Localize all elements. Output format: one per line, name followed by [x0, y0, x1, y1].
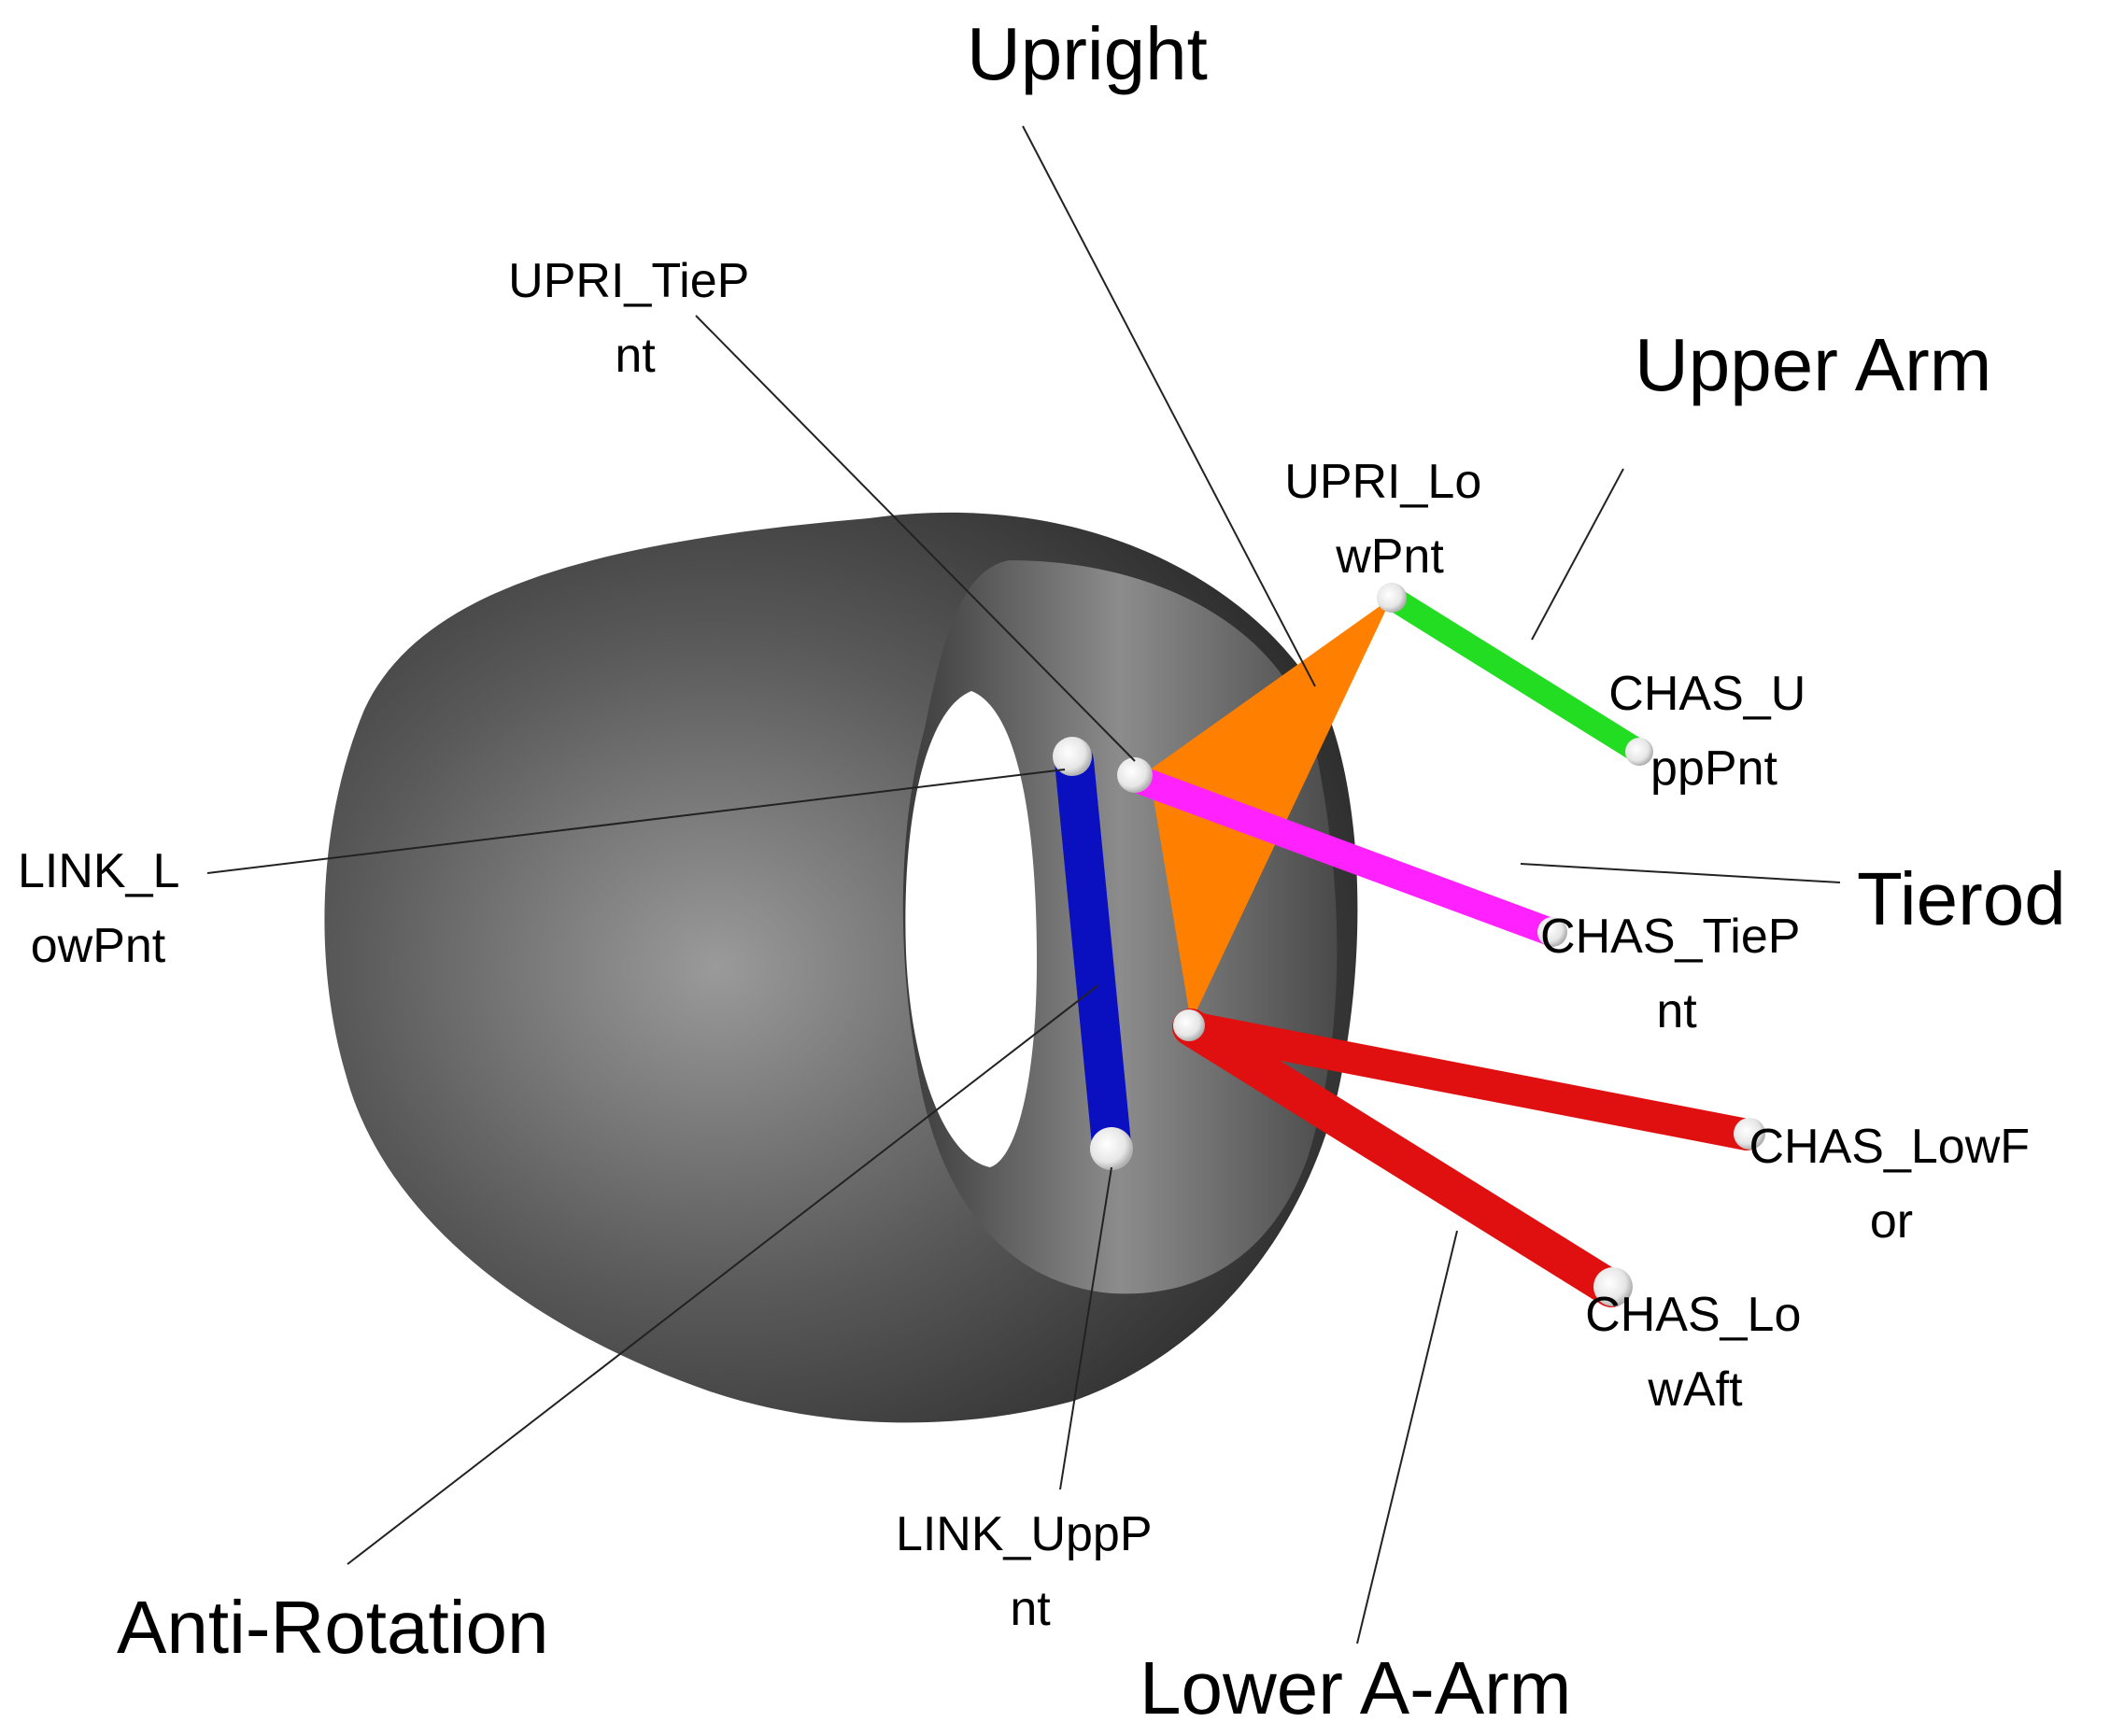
leader-lower-a-arm [1356, 1230, 1458, 1644]
joint-link-lowpnt [1053, 737, 1092, 776]
joint-upri-tiepnt [1117, 757, 1153, 793]
lower-a-arm-aft-link [1172, 1009, 1630, 1307]
label-tierod: Tierod [1857, 857, 2066, 940]
lower-a-arm-front-link [1175, 1011, 1763, 1150]
joint-link-upppnt [1090, 1127, 1133, 1170]
leader-tierod [1520, 863, 1841, 883]
leader-link-upppnt [1059, 1166, 1112, 1490]
anti-rotation-link [1055, 741, 1131, 1164]
joint-lower-apex [1173, 1009, 1205, 1041]
leader-link-lowpnt [206, 769, 1066, 874]
label-upper-arm: Upper Arm [1635, 323, 1991, 406]
label-chas-upppnt: CHAS_U ppPnt [1608, 667, 1819, 796]
tire-rim-hole [905, 691, 1037, 1167]
label-link-upppnt: LINK_UppP nt [896, 1507, 1165, 1636]
label-chas-lowfor: CHAS_LowF or [1749, 1120, 2043, 1249]
label-lower-a-arm: Lower A-Arm [1140, 1646, 1571, 1729]
joint-chas-tiepnt [1537, 917, 1567, 947]
joint-chas-upppnt [1625, 738, 1653, 766]
joint-chas-lowaft [1593, 1267, 1633, 1306]
label-link-lowpnt: LINK_L owPnt [18, 844, 191, 973]
upright-triangle [1149, 598, 1392, 1023]
tierod-link [1126, 766, 1565, 946]
label-upright: Upright [967, 12, 1208, 95]
leader-anti-rotation [347, 984, 1099, 1565]
leader-upright [1022, 125, 1316, 687]
joints [1053, 583, 1765, 1306]
label-upri-tiepnt: UPRI_TieP nt [508, 254, 762, 383]
joint-chas-lowfor [1734, 1118, 1765, 1150]
label-chas-lowaft: CHAS_Lo wAft [1585, 1288, 1815, 1417]
upper-arm-link [1380, 586, 1651, 764]
label-upri-lowpnt: UPRI_Lo wPnt [1284, 455, 1494, 584]
label-anti-rotation: Anti-Rotation [117, 1586, 548, 1669]
joint-upri-lowpnt [1377, 583, 1407, 613]
leader-lines [206, 125, 1841, 1644]
label-chas-tiepnt: CHAS_TieP nt [1540, 910, 1813, 1038]
leader-upper-arm [1531, 468, 1624, 641]
leader-upri-tiepnt [695, 315, 1136, 762]
